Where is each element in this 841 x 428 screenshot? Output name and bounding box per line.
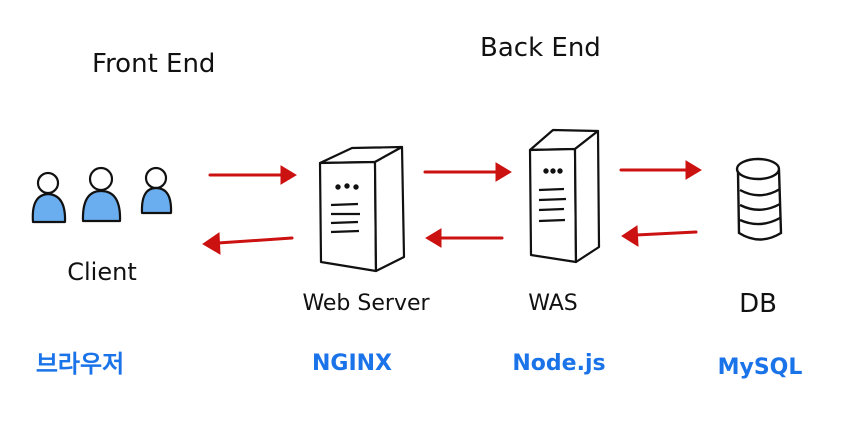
back-end-heading: Back End [480, 33, 601, 63]
request-arrow [208, 165, 297, 185]
request-arrow [619, 160, 702, 180]
front-end-heading: Front End [92, 49, 215, 79]
response-arrow [425, 228, 504, 248]
web-server-tech-label: NGINX [312, 351, 392, 376]
server-icon [318, 145, 406, 273]
client-tech-label: 브라우저 [36, 350, 124, 378]
client-label: Client [67, 258, 136, 286]
was-tech-label: Node.js [512, 351, 605, 376]
response-arrow [202, 232, 294, 255]
users-icon [31, 166, 173, 224]
db-label: DB [739, 289, 777, 319]
server-icon [528, 128, 601, 264]
request-arrow [423, 162, 512, 182]
database-icon [735, 157, 783, 241]
arrows [202, 160, 702, 255]
web-server-label: Web Server [302, 291, 430, 316]
was-label: WAS [528, 291, 578, 316]
response-arrow [621, 225, 698, 247]
db-tech-label: MySQL [718, 355, 803, 380]
